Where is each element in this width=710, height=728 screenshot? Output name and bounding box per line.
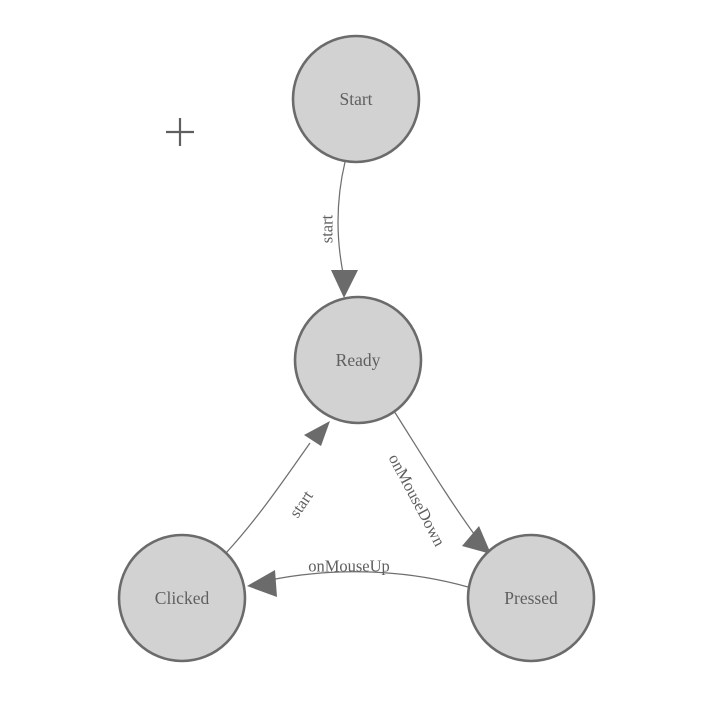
crosshair-marker-icon	[166, 118, 194, 146]
edge-path-ready-to-pressed[interactable]	[393, 410, 478, 539]
arrowhead-start-to-ready	[331, 270, 358, 298]
edge-path-clicked-to-ready[interactable]	[225, 442, 311, 554]
edge-clicked-to-ready[interactable]: start	[225, 421, 330, 554]
node-ready-circle[interactable]	[293, 295, 423, 425]
node-start[interactable]: Start	[291, 34, 421, 164]
edge-label-pressed-to-clicked: onMouseUp	[308, 557, 390, 576]
edge-label-clicked-to-ready: start	[285, 487, 317, 522]
node-pressed[interactable]: Pressed	[466, 533, 596, 663]
node-ready[interactable]: Ready	[293, 295, 423, 425]
edge-label-ready-to-pressed: onMouseDown	[385, 451, 450, 550]
edge-start-to-ready[interactable]: start	[318, 161, 359, 298]
node-pressed-label: Pressed	[504, 588, 558, 608]
node-clicked-circle[interactable]	[117, 533, 247, 663]
edge-ready-to-pressed[interactable]: onMouseDown	[385, 410, 491, 554]
node-clicked[interactable]: Clicked	[117, 533, 247, 663]
node-start-circle[interactable]	[291, 34, 421, 164]
edge-path-start-to-ready[interactable]	[337, 161, 346, 279]
arrowhead-pressed-to-clicked	[247, 570, 277, 597]
arrowhead-clicked-to-ready	[304, 421, 330, 446]
node-pressed-circle[interactable]	[466, 533, 596, 663]
node-clicked-label: Clicked	[155, 588, 210, 608]
edge-label-start-to-ready: start	[318, 214, 337, 243]
node-ready-label: Ready	[336, 350, 381, 370]
arrowhead-ready-to-pressed	[462, 526, 491, 554]
edge-path-pressed-to-clicked[interactable]	[269, 571, 469, 588]
node-start-label: Start	[339, 89, 372, 109]
edge-pressed-to-clicked[interactable]: onMouseUp	[247, 557, 469, 598]
